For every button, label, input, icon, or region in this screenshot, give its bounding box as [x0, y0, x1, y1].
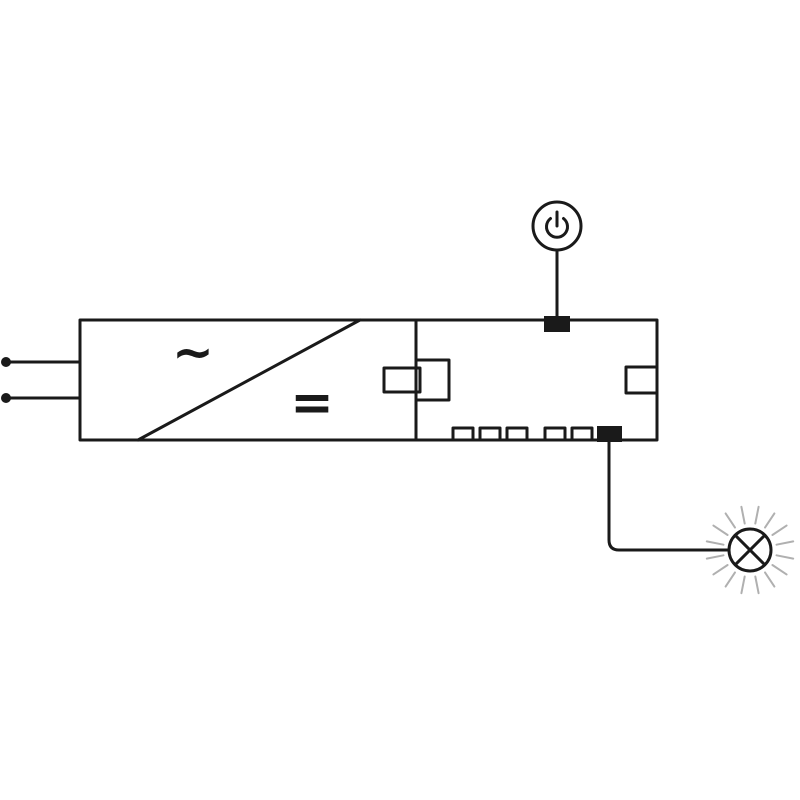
mains-lead-neutral-terminal — [1, 393, 11, 403]
lamp-cable — [607, 438, 730, 552]
driver-plug-connector — [382, 366, 422, 394]
switch-housing — [531, 200, 583, 252]
lamp-ray — [712, 564, 729, 576]
distributor-housing — [414, 318, 659, 442]
lamp-ray — [724, 571, 736, 588]
lamp-ray — [771, 564, 788, 576]
lamp-ray — [764, 512, 776, 529]
dc-symbol: = — [290, 373, 334, 433]
lamp-ray — [764, 571, 776, 588]
output-port — [570, 426, 594, 442]
output-port-occupied — [597, 426, 622, 442]
lamp-ray — [712, 524, 729, 536]
distributor-side-socket — [624, 365, 659, 395]
mains-lead-live-terminal — [1, 357, 11, 367]
ac-dc-driver: ~ = — [78, 318, 418, 442]
lamp-ray — [740, 575, 746, 595]
driver-diagonal-divider — [136, 318, 362, 442]
lamp-rays — [705, 505, 795, 595]
lamp-ray — [775, 540, 795, 546]
lamp-ray — [775, 554, 795, 560]
power-icon — [545, 210, 569, 239]
lamp-ray — [705, 540, 725, 546]
output-port — [543, 426, 567, 442]
ac-symbol: ~ — [172, 323, 214, 381]
output-port — [451, 426, 475, 442]
lamp-ray — [705, 554, 725, 560]
lamp-icon — [733, 533, 767, 567]
power-switch — [531, 200, 583, 320]
lamp-ray — [724, 512, 736, 529]
output-ports — [451, 426, 622, 442]
output-port — [505, 426, 529, 442]
lamp-ray — [754, 505, 760, 525]
lamp-ray — [771, 524, 788, 536]
distributor-input-socket — [414, 358, 451, 402]
mains-input-leads — [1, 357, 82, 403]
switch-connector — [544, 316, 570, 332]
lamp — [607, 438, 795, 595]
distributor-box — [382, 316, 659, 442]
output-port — [478, 426, 502, 442]
lamp-ray — [740, 505, 746, 525]
lamp-ray — [754, 575, 760, 595]
lamp-bulb — [727, 527, 773, 573]
